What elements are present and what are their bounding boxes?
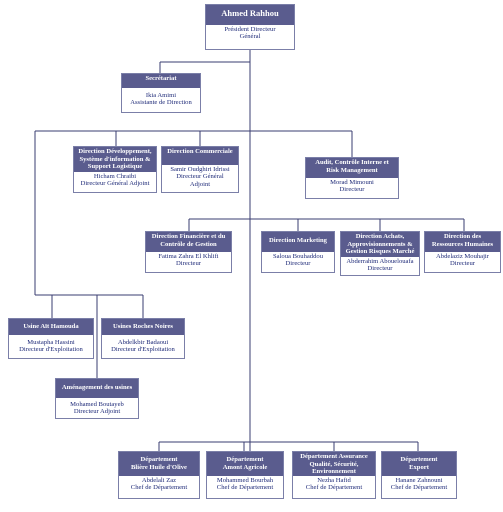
direction-rh-person: Abdelaziz Mouhajir Directeur	[436, 253, 489, 268]
direction-achats-box: Direction Achats, Approvisionnements & G…	[340, 231, 420, 276]
departement-amont-person: Mohammed Bourbah Chef de Département	[216, 477, 274, 492]
direction-rh-box: Direction des Ressources Humaines Abdela…	[424, 231, 501, 273]
amenagement-usines-title: Aménagement des usines	[56, 379, 138, 398]
ceo-role: Président Directeur Général	[224, 26, 276, 41]
audit-person: Morad Mimouni Directeur	[330, 179, 374, 194]
usine-ait-hamouda-title: Usine Aït Hamouda	[9, 319, 93, 335]
departement-huile-box: Département Blière Huile d'Olive Abdelal…	[118, 451, 200, 499]
direction-marketing-box: Direction Marketing Saloua Bouhaddou Dir…	[261, 231, 335, 273]
direction-commerciale-person: Samir Oudghiri Idrissi Directeur Général…	[170, 166, 230, 188]
usines-roches-noires-person: Abdelkbir Badaoui Directeur d'Exploitati…	[111, 339, 175, 354]
direction-developpement-person: Hicham Chraibi Directeur Général Adjoint	[80, 173, 150, 188]
usine-ait-hamouda-box: Usine Aït Hamouda Mustapha Hassini Direc…	[8, 318, 94, 359]
departement-export-box: Département Export Hanane Zahnouni Chef …	[381, 451, 457, 499]
usines-roches-noires-title: Usines Roches Noires	[102, 319, 184, 335]
secretariat-box: Secrétariat Ikia Amimi Assistante de Dir…	[121, 73, 201, 113]
direction-achats-person: Abderrahim Abouelouafa Directeur	[346, 258, 414, 273]
direction-financiere-title: Direction Financière et du Contrôle de G…	[146, 232, 231, 252]
departement-qualite-title: Département Assurance Qualité, Sécurité,…	[293, 452, 375, 476]
direction-marketing-person: Saloua Bouhaddou Directeur	[273, 253, 323, 268]
direction-financiere-box: Direction Financière et du Contrôle de G…	[145, 231, 232, 273]
departement-huile-person: Abdelali Zaz Chef de Département	[130, 477, 188, 492]
departement-export-person: Hanane Zahnouni Chef de Département	[390, 477, 448, 492]
direction-marketing-title: Direction Marketing	[262, 232, 334, 252]
audit-box: Audit, Contrôle Interne et Risk Manageme…	[305, 157, 399, 199]
departement-amont-title: Département Amont Agricole	[207, 452, 283, 476]
amenagement-usines-box: Aménagement des usines Mohamed Boutayeb …	[55, 378, 139, 419]
direction-achats-title: Direction Achats, Approvisionnements & G…	[341, 232, 419, 257]
direction-rh-title: Direction des Ressources Humaines	[425, 232, 500, 252]
direction-developpement-box: Direction Développement, Système d'infor…	[73, 146, 157, 193]
departement-export-title: Département Export	[382, 452, 456, 476]
ceo-name: Ahmed Rahhou	[206, 5, 294, 25]
usine-ait-hamouda-person: Mustapha Hassini Directeur d'Exploitatio…	[19, 339, 83, 354]
direction-commerciale-box: Direction Commerciale Samir Oudghiri Idr…	[161, 146, 239, 193]
direction-developpement-title: Direction Développement, Système d'infor…	[74, 147, 156, 172]
direction-financiere-person: Fatima Zahra El Khlifi Directeur	[158, 253, 219, 268]
audit-title: Audit, Contrôle Interne et Risk Manageme…	[306, 158, 398, 178]
ceo-box: Ahmed Rahhou Président Directeur Général	[205, 4, 295, 50]
departement-qualite-box: Département Assurance Qualité, Sécurité,…	[292, 451, 376, 499]
secretariat-title: Secrétariat	[122, 74, 200, 88]
secretariat-person: Ikia Amimi Assistante de Direction	[130, 92, 192, 107]
amenagement-usines-person: Mohamed Boutayeb Directeur Adjoint	[70, 401, 124, 416]
departement-qualite-person: Nezha Hafid Chef de Département	[305, 477, 363, 492]
departement-huile-title: Département Blière Huile d'Olive	[119, 452, 199, 476]
direction-commerciale-title: Direction Commerciale	[162, 147, 238, 165]
departement-amont-box: Département Amont Agricole Mohammed Bour…	[206, 451, 284, 499]
usines-roches-noires-box: Usines Roches Noires Abdelkbir Badaoui D…	[101, 318, 185, 359]
